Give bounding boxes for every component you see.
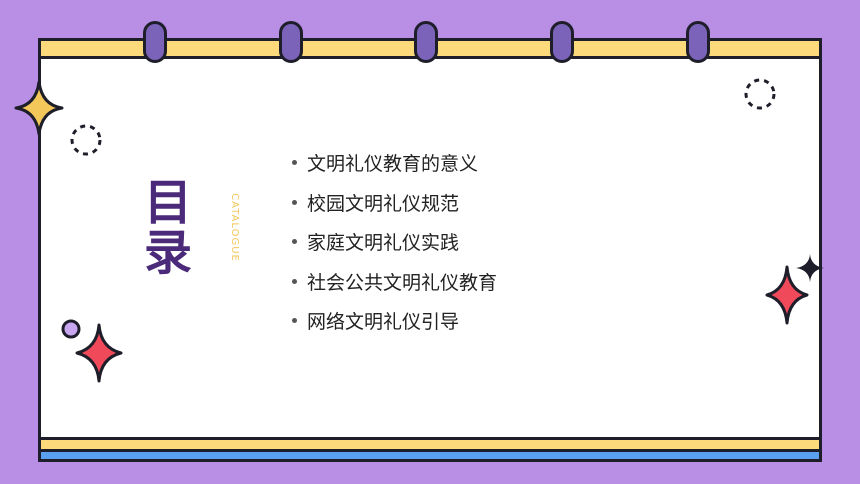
list-item-label: 家庭文明礼仪实践 [307, 232, 460, 255]
catalogue-list: 文明礼仪教育的意义 校园文明礼仪规范 家庭文明礼仪实践 社会公共文明礼仪教育 网… [292, 143, 497, 341]
list-item[interactable]: 网络文明礼仪引导 [292, 301, 497, 341]
binder-ring [550, 21, 574, 63]
red-sparkle-icon [765, 265, 809, 325]
purple-dot-icon [61, 319, 81, 339]
dashed-circle-icon [744, 78, 776, 110]
dashed-circle-icon [70, 124, 102, 156]
page-subtitle: CATALOGUE [228, 193, 240, 262]
bullet-icon [292, 318, 297, 324]
list-item[interactable]: 校园文明礼仪规范 [292, 183, 497, 223]
red-sparkle-icon [75, 323, 123, 383]
list-item-label: 网络文明礼仪引导 [307, 311, 460, 334]
list-item-label: 校园文明礼仪规范 [307, 192, 460, 215]
list-item[interactable]: 文明礼仪教育的意义 [292, 143, 497, 183]
binder-ring [686, 21, 710, 63]
page-title: 目录 [143, 175, 192, 281]
list-item-label: 社会公共文明礼仪教育 [307, 271, 498, 294]
binder-ring [143, 21, 167, 63]
binder-ring [279, 21, 303, 63]
bullet-icon [292, 160, 297, 166]
yellow-sparkle-icon [14, 80, 64, 136]
binder-ring [414, 21, 438, 63]
list-item[interactable]: 家庭文明礼仪实践 [292, 222, 497, 262]
bullet-icon [292, 199, 297, 205]
bullet-icon [292, 239, 297, 245]
list-item-label: 文明礼仪教育的意义 [307, 153, 479, 176]
list-item[interactable]: 社会公共文明礼仪教育 [292, 262, 497, 302]
bullet-icon [292, 278, 297, 284]
black-sparkle-icon [796, 254, 824, 282]
